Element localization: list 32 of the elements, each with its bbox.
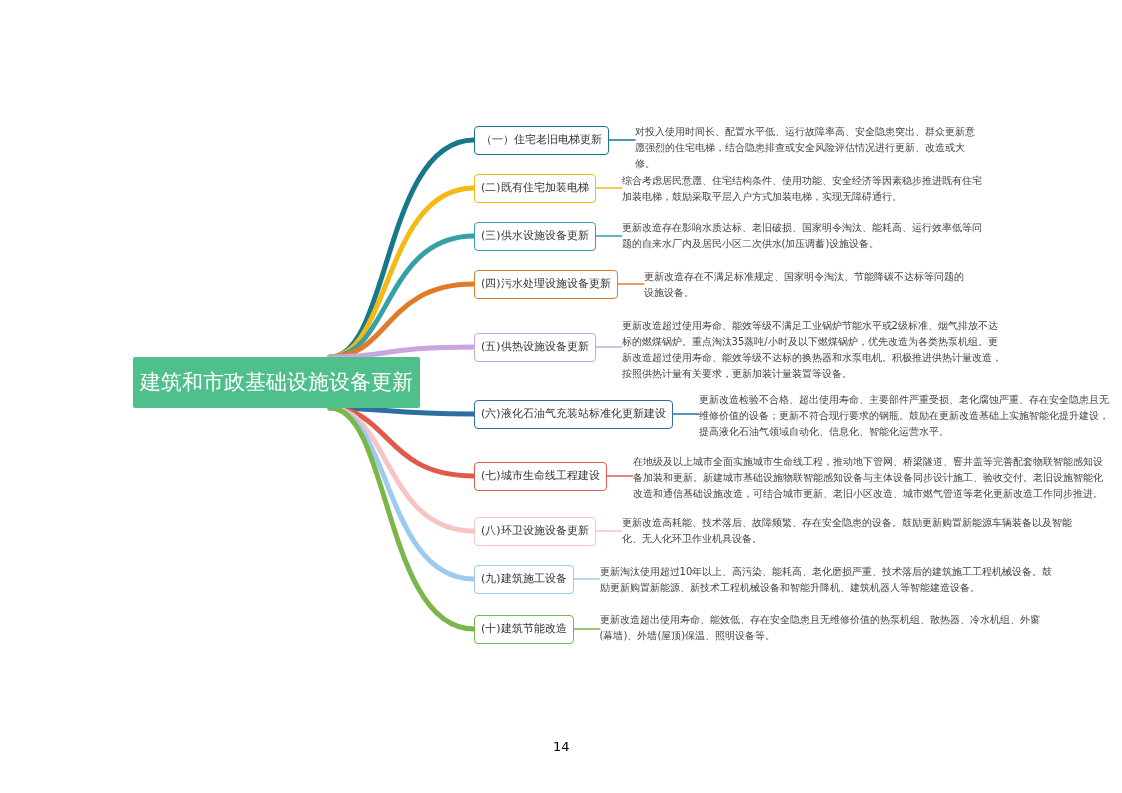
topic-box: (七)城市生命线工程建设 (474, 461, 607, 491)
topic-box: (二)既有住宅加装电梯 (474, 173, 596, 203)
topic-box: (四)污水处理设施设备更新 (474, 269, 618, 299)
description-text: 对投入使用时间长、配置水平低、运行故障率高、安全隐患突出、群众更新意愿强烈的住宅电梯，结合隐患排查或安全风险评估情况进行更新、改造或大修。 (635, 124, 980, 172)
topic-box: (十)建筑节能改造 (474, 614, 574, 644)
connector-line (594, 187, 623, 189)
connector-line (616, 283, 645, 285)
connector-line (594, 346, 623, 348)
description-text: 更新改造高耗能、技术落后、故障频繁、存在安全隐患的设备。鼓励更新购置新能源车辆装备以及智能化、无人化环卫作业机具设备。 (621, 515, 1077, 547)
connector-line (608, 139, 636, 141)
root-topic-box: 建筑和市政基础设施设备更新 (133, 357, 420, 408)
description-text: 更新改造检验不合格、超出使用寿命、主要部件严重受损、老化腐蚀严重、存在安全隐患且无维修价值的设备；更新不符合现行要求的钢瓶。鼓励在更新改造基础上实施智能化提升建设，提高液化石油气领域自动化、信息化、智能化运营水平。 (698, 392, 1112, 440)
description-text: 更新改造存在影响水质达标、老旧破损、国家明令淘汰、能耗高、运行效率低等问题的自来水厂内及居民小区二次供水(加压调蓄)设施设备。 (621, 220, 982, 252)
description-text: 综合考虑居民意愿、住宅结构条件、使用功能、安全经济等因素稳步推进既有住宅加装电梯，鼓励采取平层入户方式加装电梯，实现无障碍通行。 (621, 173, 982, 205)
topic-box: (六)液化石油气充装站标准化更新建设 (474, 399, 673, 429)
connector-line (572, 628, 601, 630)
connector-line (594, 530, 623, 532)
page-number: 14 (553, 738, 570, 756)
topic-box: (九)建筑施工设备 (474, 564, 574, 594)
topic-box: (三)供水设施设备更新 (474, 221, 596, 251)
topic-box: (八)环卫设施设备更新 (474, 516, 596, 546)
description-text: 更新改造超过使用寿命、能效等级不满足工业锅炉节能水平或2级标准、烟气排放不达标的燃煤锅炉。重点淘汰35蒸吨/小时及以下燃煤锅炉，优先改造为各类热泵机组。更新改造超过使用寿命、能效等级不达标的换热器和水泵电机。积极推进供热计量改造，按照供热计量有关要求，更新加装计量装置等设备。 (621, 318, 1007, 382)
connector-line (605, 475, 634, 477)
description-text: 在地级及以上城市全面实施城市生命线工程，推动地下管网、桥梁隧道、窨井盖等完善配套物联智能感知设备加装和更新。新建城市基础设施物联智能感知设备与主体设备同步设计施工、验收交付。老旧设施智能化改造和通信基础设施改造，可结合城市更新、老旧小区改造、城市燃气管道等老化更新改造工作同步推进。 (632, 454, 1112, 502)
description-text: 更新淘汰使用超过10年以上、高污染、能耗高、老化磨损严重、技术落后的建筑施工工程机械设备。鼓励更新购置新能源、新技术工程机械设备和智能升降机、建筑机器人等智能建造设备。 (599, 564, 1060, 596)
description-text: 更新改造存在不满足标准规定、国家明令淘汰、节能降碳不达标等问题的设施设备。 (643, 269, 969, 301)
connector-line (671, 413, 700, 415)
topic-box: (五)供热设施设备更新 (474, 332, 596, 362)
topic-box: （一）住宅老旧电梯更新 (474, 125, 609, 155)
connector-line (594, 235, 623, 237)
connector-line (572, 578, 601, 580)
description-text: 更新改造超出使用寿命、能效低、存在安全隐患且无维修价值的热泵机组、散热器、冷水机组、外窗(幕墙)、外墙(屋顶)保温、照明设备等。 (599, 612, 1040, 644)
